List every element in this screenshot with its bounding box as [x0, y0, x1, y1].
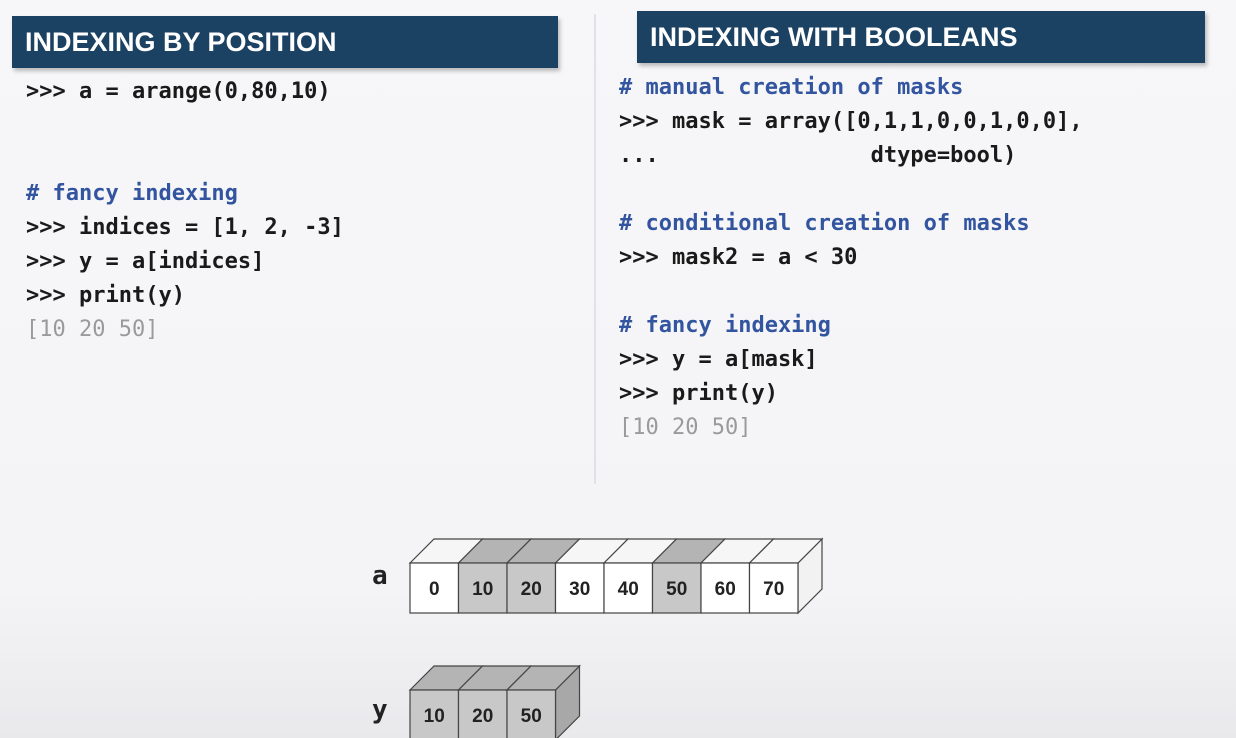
code-line: >>> y = a[indices] — [26, 249, 265, 274]
array-a-cell — [409, 562, 460, 614]
array-a-cell — [700, 562, 751, 614]
array-y-cell-value: 20 — [472, 706, 493, 727]
code-line: >>> a = arange(0,80,10) — [26, 79, 331, 104]
array-y-label: y — [372, 695, 388, 725]
code-comment: # manual creation of masks — [619, 75, 964, 100]
array-a-cell-value: 0 — [429, 579, 440, 600]
code-comment: # conditional creation of masks — [619, 211, 1030, 236]
code-comment: # fancy indexing — [26, 181, 238, 206]
array-a-cell-value: 20 — [521, 579, 542, 600]
code-line: >>> mask = array([0,1,1,0,0,1,0,0], — [619, 109, 1083, 134]
code-line: >>> mask2 = a < 30 — [619, 245, 858, 270]
array-y-cell-value: 50 — [521, 706, 542, 727]
code-line: ... dtype=bool) — [619, 143, 1017, 168]
array-y-cell — [506, 689, 557, 738]
left-code-block: >>> a = arange(0,80,10) # fancy indexing >… — [26, 75, 344, 347]
array-a-cell — [748, 562, 799, 614]
code-line: >>> print(y) — [619, 381, 778, 406]
code-line: >>> y = a[mask] — [619, 347, 818, 372]
right-code-block: # manual creation of masks >>> mask = arr… — [619, 71, 1083, 445]
array-a-label: a — [372, 561, 388, 591]
array-a-cell — [603, 562, 654, 614]
array-a-cell-value: 30 — [569, 579, 590, 600]
code-line: >>> print(y) — [26, 283, 185, 308]
array-y-cell-value: 10 — [424, 706, 445, 727]
array-a-cell-value: 50 — [666, 579, 687, 600]
code-comment: # fancy indexing — [619, 313, 831, 338]
array-a-cell — [651, 562, 702, 614]
array-a-cell-value: 10 — [472, 579, 493, 600]
array-y-cell — [409, 689, 460, 738]
left-panel-header: INDEXING BY POSITION — [12, 16, 558, 68]
code-output: [10 20 50] — [26, 317, 159, 342]
right-panel-header: INDEXING WITH BOOLEANS — [637, 11, 1205, 63]
code-line: >>> indices = [1, 2, -3] — [26, 215, 344, 240]
array-y-cell — [457, 689, 508, 738]
array-a-cell-value: 60 — [715, 579, 736, 600]
code-output: [10 20 50] — [619, 415, 752, 440]
panel-divider — [594, 14, 596, 484]
array-a-cell-value: 40 — [618, 579, 639, 600]
array-a-cell — [554, 562, 605, 614]
array-a-cell — [457, 562, 508, 614]
array-a-cell-value: 70 — [763, 579, 784, 600]
